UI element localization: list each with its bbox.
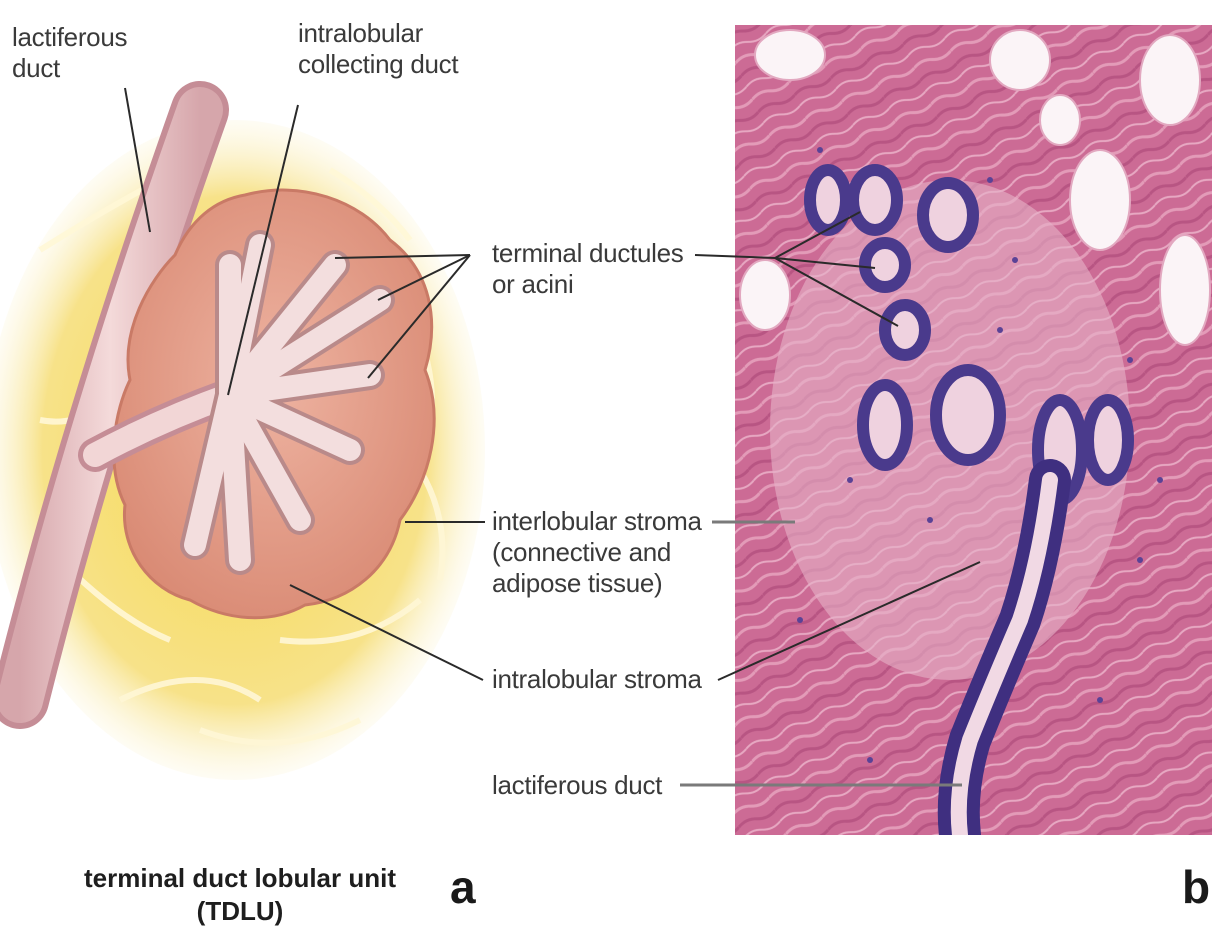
panel-b-micrograph [735,25,1212,835]
label-lactiferous-duct-b: lactiferous duct [492,770,666,801]
panel-a-illustration [0,110,485,780]
label-terminal-ductules: terminal ductules or acini [492,238,687,300]
label-lactiferous-duct-a: lactiferous duct [12,22,127,84]
label-intralobular-stroma: intralobular stroma [492,664,706,695]
label-intralobular-collecting-duct: intralobular collecting duct [298,18,458,80]
caption-tdlu: terminal duct lobular unit (TDLU) [60,862,420,928]
label-interlobular-stroma: interlobular stroma (connective and adip… [492,506,706,599]
panel-letter-a: a [450,860,476,914]
panel-letter-b: b [1182,860,1210,914]
